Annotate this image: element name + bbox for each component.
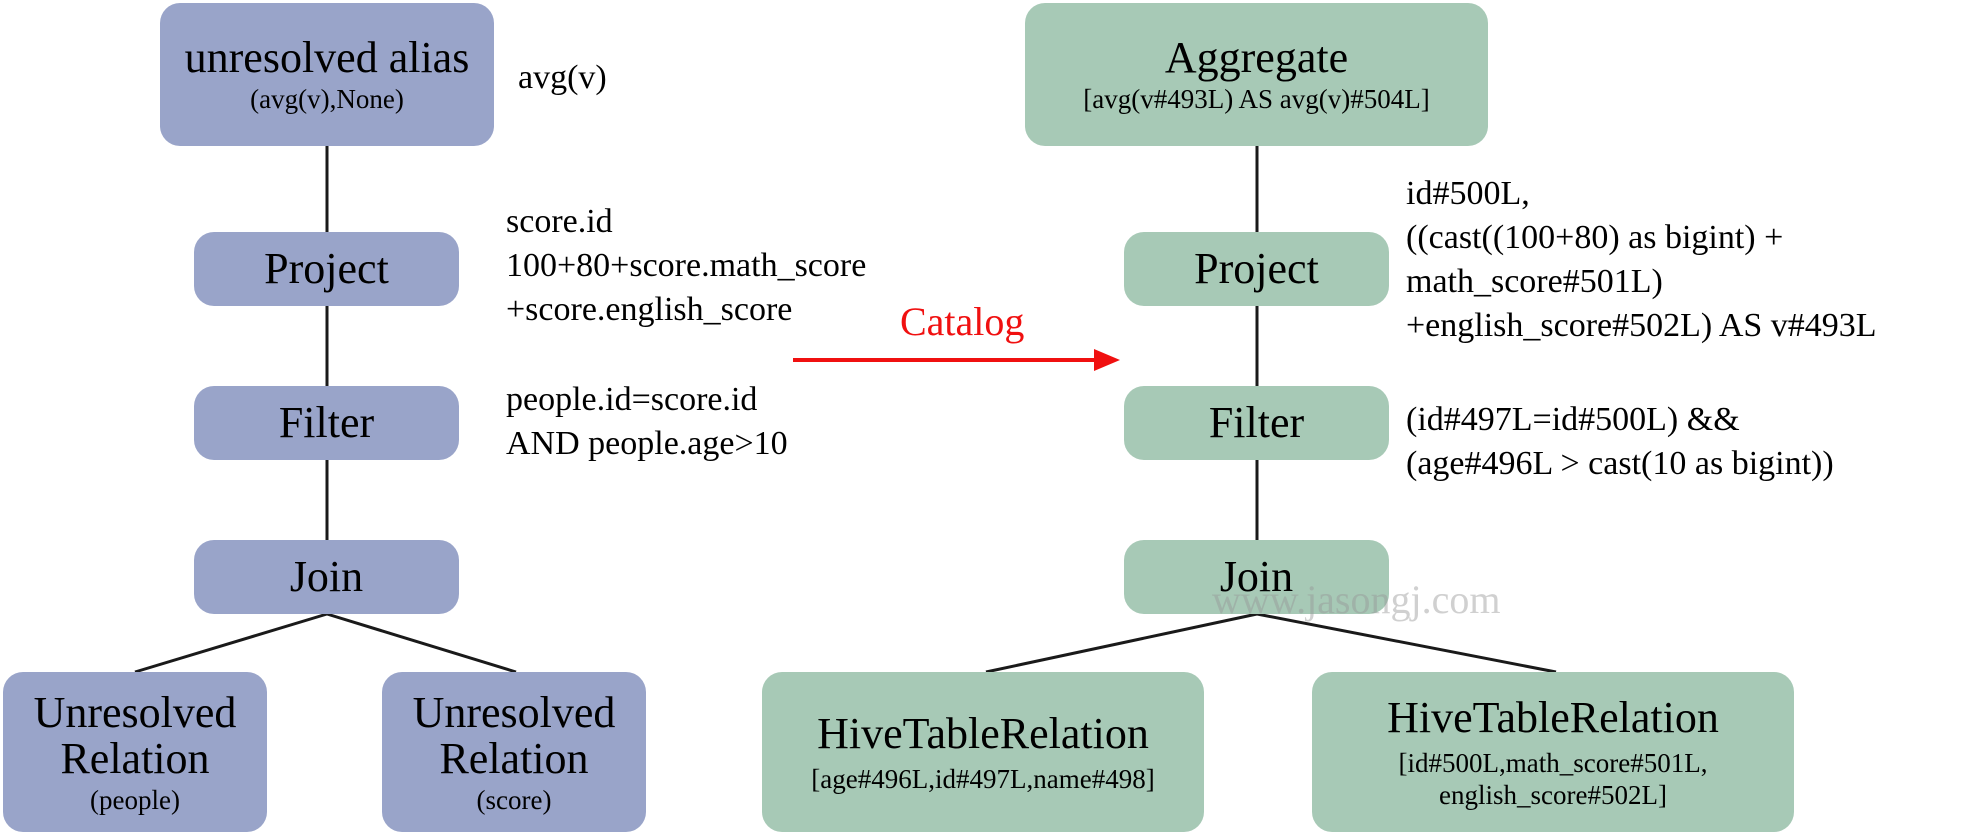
right-annotation-filter: (id#497L=id#500L) && (age#496L > cast(10… [1406, 398, 1834, 486]
left-annotation-filter: people.id=score.id AND people.age>10 [506, 378, 788, 466]
node-detail: (avg(v),None) [250, 84, 404, 115]
left-node-unresolved-alias: unresolved alias (avg(v),None) [160, 3, 494, 146]
catalog-arrow [793, 349, 1120, 371]
left-node-project: Project [194, 232, 459, 306]
right-node-hivetablerelation-score: HiveTableRelation [id#500L,math_score#50… [1312, 672, 1794, 832]
watermark: www.jasongj.com [1212, 577, 1501, 622]
annotation-line: AND people.age>10 [506, 425, 788, 462]
node-detail: [age#496L,id#497L,name#498] [811, 763, 1155, 794]
left-node-unresolved-relation-score: Unresolved Relation (score) [382, 672, 646, 832]
right-edge-join-score [1256, 612, 1557, 674]
annotation-line: ((cast((100+80) as bigint) + [1406, 219, 1784, 256]
right-node-join: Join [1124, 540, 1389, 614]
node-title-line2: Relation [60, 733, 210, 783]
left-node-unresolved-relation-people: Unresolved Relation (people) [3, 672, 267, 832]
node-detail: (people) [90, 785, 180, 816]
node-title: Join [289, 551, 364, 601]
left-node-filter: Filter [194, 386, 459, 460]
left-edge-join-score [326, 612, 517, 674]
right-node-project: Project [1124, 232, 1389, 306]
right-annotation-project: id#500L, ((cast((100+80) as bigint) + ma… [1406, 172, 1877, 348]
annotation-line: avg(v) [518, 59, 607, 96]
node-title-line1: Unresolved [412, 687, 616, 737]
node-title: HiveTableRelation [817, 708, 1149, 758]
annotation-line: +english_score#502L) AS v#493L [1406, 307, 1877, 344]
left-annotation-project: score.id 100+80+score.math_score +score.… [506, 200, 866, 332]
catalog-arrow-label: Catalog [900, 299, 1025, 344]
annotation-line: people.id=score.id [506, 381, 758, 418]
node-title: Join [1219, 551, 1294, 601]
annotation-line: (id#497L=id#500L) && [1406, 401, 1740, 438]
annotation-line: 100+80+score.math_score [506, 247, 867, 284]
node-detail: (score) [476, 785, 552, 816]
node-detail-line2: english_score#502L] [1439, 780, 1667, 811]
annotation-line: math_score#501L) [1406, 263, 1663, 300]
right-node-hivetablerelation-people: HiveTableRelation [age#496L,id#497L,name… [762, 672, 1204, 832]
annotation-line: +score.english_score [506, 291, 793, 328]
right-edge-join-people [985, 612, 1258, 674]
left-annotation-root: avg(v) [518, 56, 607, 100]
annotation-line: score.id [506, 203, 613, 240]
node-title: HiveTableRelation [1387, 692, 1719, 742]
right-node-filter: Filter [1124, 386, 1389, 460]
annotation-line: (age#496L > cast(10 as bigint)) [1406, 445, 1834, 482]
left-node-join: Join [194, 540, 459, 614]
node-title: Project [264, 243, 389, 293]
left-edge-join-people [134, 612, 328, 674]
node-title: Filter [278, 397, 375, 447]
right-node-aggregate: Aggregate [avg(v#493L) AS avg(v)#504L] [1025, 3, 1488, 146]
node-detail: [avg(v#493L) AS avg(v)#504L] [1083, 84, 1430, 115]
node-title: Filter [1208, 397, 1305, 447]
node-title: Project [1194, 243, 1319, 293]
node-title: Aggregate [1164, 33, 1349, 83]
annotation-line: id#500L, [1406, 175, 1530, 212]
node-title-line1: Unresolved [33, 687, 237, 737]
node-detail-line1: [id#500L,math_score#501L, [1398, 747, 1708, 778]
node-title-line2: Relation [439, 733, 589, 783]
node-title: unresolved alias [184, 33, 470, 83]
